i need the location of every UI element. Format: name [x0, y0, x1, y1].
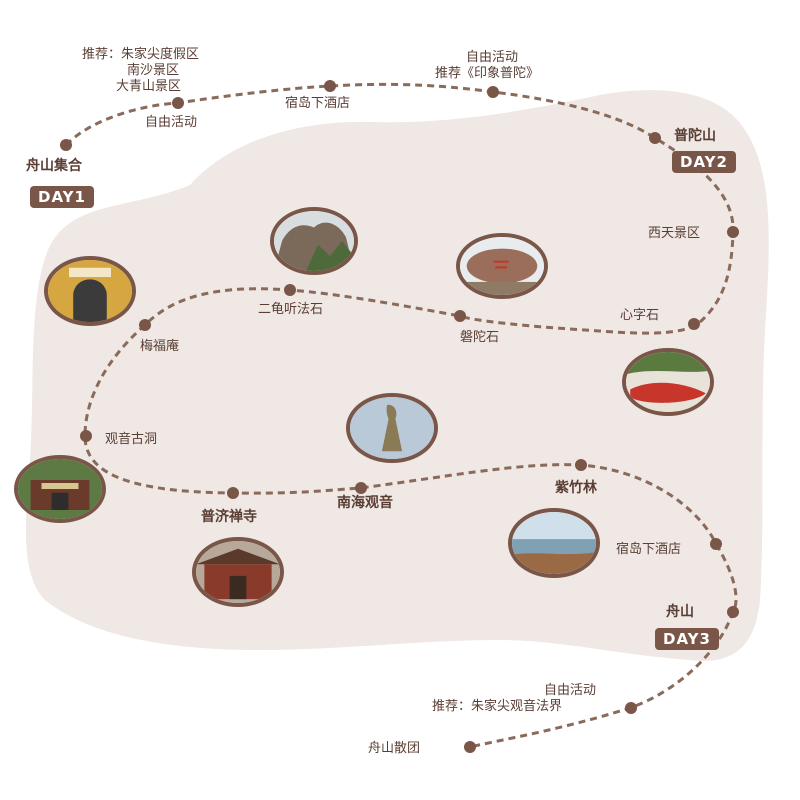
day1-free-activity-label: 自由活动 — [145, 115, 198, 130]
guanyin-cave-photo — [14, 455, 106, 523]
day1-free-marker — [172, 97, 184, 109]
day1-hotel-label: 宿岛下酒店 — [285, 96, 351, 111]
day3-zhoushan-label: 舟山 — [666, 604, 694, 620]
day3-end-marker — [464, 741, 476, 753]
nanhai-guanyin-photo — [346, 393, 438, 463]
zizhu-label: 紫竹林 — [555, 480, 597, 496]
day1-nansha-label: 南沙景区 — [127, 63, 180, 78]
guanyin-cave-label: 观音古洞 — [105, 432, 158, 447]
panto-marker — [454, 310, 466, 322]
day1-start-marker — [60, 139, 72, 151]
nanhai-label: 南海观音 — [337, 495, 393, 511]
day1-daqingshan-label: 大青山景区 — [116, 79, 182, 94]
day3-free-activity-label: 自由活动 — [544, 683, 597, 698]
day2-putuoshan-label: 普陀山 — [674, 128, 716, 144]
zizhu-coast-photo — [508, 508, 600, 578]
puji-marker — [227, 487, 239, 499]
day3-badge: DAY3 — [655, 628, 719, 650]
day2-hotel-marker — [710, 538, 722, 550]
puji-label: 普济禅寺 — [201, 509, 257, 525]
nanhai-marker — [355, 482, 367, 494]
day2-badge: DAY2 — [672, 151, 736, 173]
xitian-label: 西天景区 — [648, 226, 701, 241]
rock-photo — [270, 207, 358, 275]
xinzi-label: 心字石 — [620, 308, 660, 323]
day1-impression-putuo-label: 推荐《印象普陀》 — [434, 66, 540, 81]
panto-label: 磐陀石 — [460, 330, 500, 345]
xinzi-stone-photo — [622, 348, 714, 416]
day1-start-label: 舟山集合 — [26, 158, 82, 174]
day2-hotel-label: 宿岛下酒店 — [616, 542, 682, 557]
day1-free-activity-2-label: 自由活动 — [465, 50, 519, 65]
day1-hotel-marker — [324, 80, 336, 92]
puji-temple-photo — [192, 537, 284, 607]
meifu-temple-photo — [44, 256, 136, 326]
zizhu-marker — [575, 459, 587, 471]
day3-recommend-marker — [625, 702, 637, 714]
day1-recommend-label: 推荐：朱家尖度假区 — [82, 47, 200, 62]
day1-badge: DAY1 — [30, 186, 94, 208]
day1-impression-marker — [487, 86, 499, 98]
day3-recommend-label: 推荐：朱家尖观音法界 — [432, 699, 563, 714]
day3-zhoushan-marker — [727, 606, 739, 618]
meifu-label: 梅福庵 — [140, 339, 180, 354]
meifu-marker — [139, 319, 151, 331]
panto-stone-photo — [456, 233, 548, 299]
day2-putuoshan-marker — [649, 132, 661, 144]
xitian-marker — [727, 226, 739, 238]
erguei-label: 二龟听法石 — [258, 302, 324, 317]
guanyin-cave-marker — [80, 430, 92, 442]
xinzi-marker — [688, 318, 700, 330]
day3-end-label: 舟山散团 — [368, 741, 421, 756]
erguei-marker — [284, 284, 296, 296]
